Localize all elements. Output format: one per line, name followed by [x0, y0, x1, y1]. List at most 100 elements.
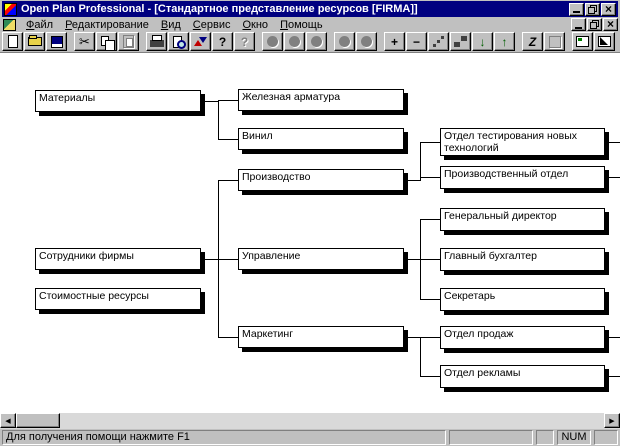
- tree-node-production[interactable]: Производство: [238, 169, 404, 191]
- menu-edit[interactable]: Редактирование: [65, 18, 149, 31]
- tree-node-marketing[interactable]: Маркетинг: [238, 326, 404, 348]
- resource-tool-5-button: [356, 32, 377, 51]
- connector-line: [421, 376, 440, 377]
- resource-circle-icon: [361, 36, 372, 47]
- menu-view[interactable]: Вид: [160, 18, 181, 31]
- horizontal-scrollbar[interactable]: ◀ ▶: [0, 413, 620, 429]
- new-window-icon: [598, 36, 611, 47]
- tree-node-management[interactable]: Управление: [238, 248, 404, 270]
- app-icon[interactable]: [4, 2, 17, 16]
- plus-icon: +: [390, 34, 398, 49]
- help-button[interactable]: ?: [212, 32, 233, 51]
- copy-button[interactable]: [96, 32, 117, 51]
- tree-node-advertising-department[interactable]: Отдел рекламы: [440, 365, 605, 388]
- tree-node-iron-fittings[interactable]: Железная арматура: [238, 89, 404, 111]
- close-button[interactable]: ×: [601, 1, 616, 16]
- minimize-button[interactable]: [569, 2, 584, 16]
- status-panel: [594, 430, 618, 445]
- link-nodes-button[interactable]: [428, 32, 449, 51]
- menu-file[interactable]: Файл: [26, 18, 54, 31]
- new-document-button[interactable]: [2, 32, 23, 51]
- move-down-button[interactable]: ↓: [472, 32, 493, 51]
- tree-node-sales-department[interactable]: Отдел продаж: [440, 326, 605, 349]
- outline-levels-button[interactable]: [190, 32, 211, 51]
- print-preview-button[interactable]: [168, 32, 189, 51]
- connector-line: [609, 376, 620, 377]
- connector-line: [420, 337, 421, 377]
- menu-help[interactable]: Помощь: [280, 18, 323, 31]
- tree-node-cost-resources[interactable]: Стоимостные ресурсы: [35, 288, 201, 310]
- new-document-icon: [7, 35, 18, 48]
- connector-line: [404, 259, 421, 260]
- window-title: Open Plan Professional - [Стандартное пр…: [21, 3, 418, 15]
- menu-window[interactable]: Окно: [242, 18, 269, 31]
- document-icon[interactable]: [3, 18, 16, 31]
- connector-line: [218, 180, 219, 338]
- right-arrow-icon: ▶: [609, 417, 615, 425]
- resource-circle-icon: [289, 36, 300, 47]
- resource-tool-2-button: [284, 32, 305, 51]
- steps-button[interactable]: [450, 32, 471, 51]
- save-button[interactable]: [46, 32, 67, 51]
- minimize-icon: [575, 26, 582, 29]
- resource-circle-icon: [311, 36, 322, 47]
- minimize-icon: [573, 11, 580, 13]
- zigzag-button[interactable]: Z: [522, 32, 543, 51]
- connector-line: [421, 142, 440, 143]
- close-icon: ×: [604, 1, 612, 16]
- connector-line: [219, 337, 238, 338]
- tree-node-testing-department[interactable]: Отдел тестирования новых технологий: [440, 128, 605, 156]
- resource-circle-icon: [339, 36, 350, 47]
- print-button[interactable]: [146, 32, 167, 51]
- cut-icon: ✂: [79, 33, 90, 49]
- restore-button[interactable]: [585, 2, 600, 16]
- new-window-button[interactable]: [594, 32, 615, 51]
- cut-button[interactable]: ✂: [74, 32, 95, 51]
- open-folder-button[interactable]: [24, 32, 45, 51]
- connector-line: [219, 139, 238, 140]
- scroll-left-button[interactable]: ◀: [0, 413, 16, 428]
- connector-line: [201, 101, 219, 102]
- connector-line: [421, 259, 440, 260]
- restore-icon: [588, 4, 597, 14]
- connector-line: [404, 337, 421, 338]
- tree-node-production-department[interactable]: Производственный отдел: [440, 166, 605, 189]
- save-icon: [50, 35, 63, 48]
- expand-button[interactable]: +: [384, 32, 405, 51]
- status-message: Для получения помощи нажмите F1: [2, 430, 446, 445]
- tree-node-vinyl[interactable]: Винил: [238, 128, 404, 150]
- context-help-button: ?: [234, 32, 255, 51]
- connector-line: [609, 177, 620, 178]
- child-minimize-button[interactable]: [571, 18, 586, 31]
- tree-node-secretary[interactable]: Секретарь: [440, 288, 605, 311]
- tile-window-icon: [576, 36, 589, 47]
- num-lock-indicator: NUM: [557, 430, 591, 445]
- status-bar: Для получения помощи нажмите F1 NUM: [0, 430, 620, 445]
- child-restore-button[interactable]: [587, 18, 602, 31]
- paste-icon: [123, 35, 134, 48]
- collapse-button[interactable]: −: [406, 32, 427, 51]
- zigzag-icon: Z: [528, 34, 537, 49]
- child-close-button[interactable]: ×: [603, 18, 618, 31]
- tree-node-employees[interactable]: Сотрудники фирмы: [35, 248, 201, 270]
- menu-bar: Файл Редактирование Вид Сервис Окно Помо…: [2, 17, 618, 32]
- tile-window-button[interactable]: [572, 32, 593, 51]
- resource-tree-canvas: Материалы Сотрудники фирмы Стоимостные р…: [0, 52, 620, 413]
- restore-icon: [590, 20, 599, 29]
- menu-tools[interactable]: Сервис: [192, 18, 231, 31]
- scroll-right-button[interactable]: ▶: [604, 413, 620, 428]
- resource-circle-icon: [267, 36, 278, 47]
- up-arrow-icon: ↑: [501, 34, 508, 49]
- left-arrow-icon: ◀: [5, 417, 11, 425]
- move-up-button[interactable]: ↑: [494, 32, 515, 51]
- status-panel: [449, 430, 533, 445]
- tree-node-chief-accountant[interactable]: Главный бухгалтер: [440, 248, 605, 271]
- connector-line: [421, 337, 440, 338]
- connector-line: [219, 180, 238, 181]
- tree-node-materials[interactable]: Материалы: [35, 90, 201, 112]
- notes-icon: [548, 35, 561, 48]
- connector-line: [404, 180, 421, 181]
- tree-node-general-director[interactable]: Генеральный директор: [440, 208, 605, 231]
- connector-line: [201, 259, 219, 260]
- scrollbar-thumb[interactable]: [16, 413, 60, 428]
